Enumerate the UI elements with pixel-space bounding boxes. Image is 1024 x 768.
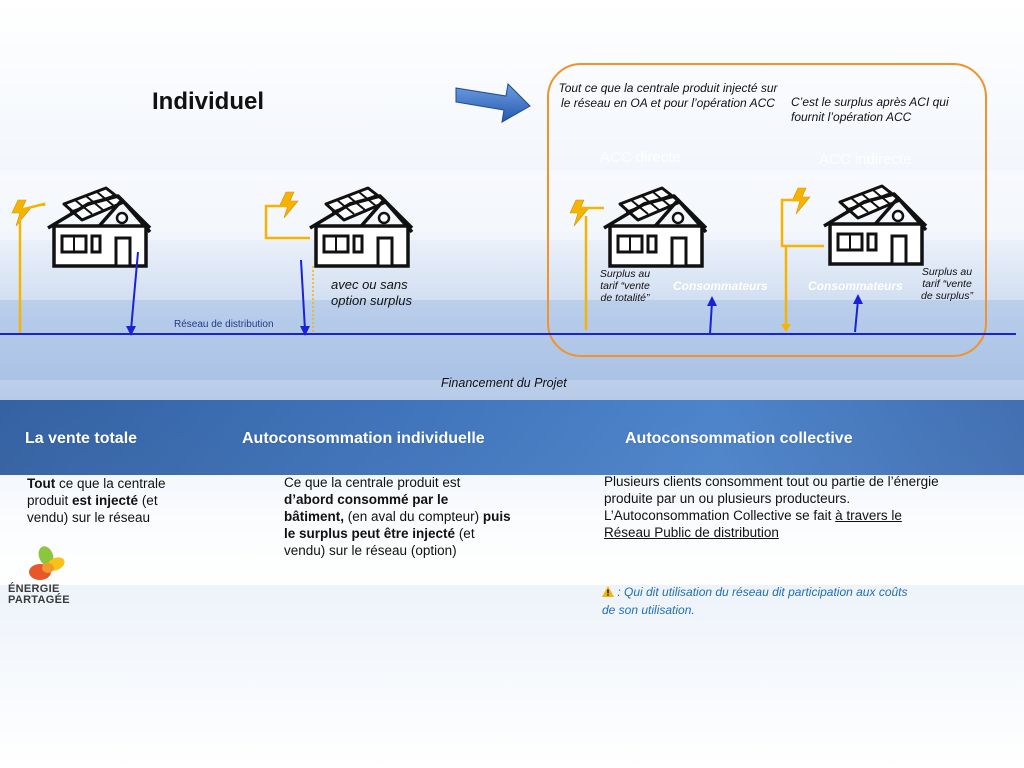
leaf-logo-icon: [29, 546, 65, 580]
financing-label: Financement du Projet: [441, 376, 567, 390]
heading-auto-collective: Autoconsommation collective: [625, 430, 853, 447]
house-icon: [46, 186, 152, 268]
auto-individuelle-text: Ce que la centrale produit est d’abord c…: [284, 475, 511, 558]
network-cost-warning: : Qui dit utilisation du réseau dit part…: [602, 584, 908, 617]
heading-vente-totale: La vente totale: [25, 430, 138, 447]
house-icon: [602, 186, 708, 268]
network-label: Réseau de distribution: [174, 319, 274, 330]
surplus-totalite-note: Surplus au tarif “vente de totalité”: [599, 268, 651, 304]
consumers-label: Consommateurs: [673, 279, 768, 293]
acc-indirecte-label: ACC indirecte: [819, 151, 912, 168]
auto-collective-text: Plusieurs clients consomment tout ou par…: [604, 474, 939, 540]
acc-surplus-note: C’est le surplus après ACI qui fournit l…: [791, 95, 949, 124]
house-icon: [822, 184, 928, 266]
arrow-right-icon: [455, 82, 531, 123]
background-band: [0, 400, 1024, 475]
surplus-surplus-note: Surplus au tarif “vente de surplus”: [921, 266, 973, 302]
consumers-label: Consommateurs: [808, 279, 903, 293]
acc-highlight-box: [547, 63, 987, 357]
option-surplus-note: avec ou sans option surplus: [331, 277, 412, 308]
heading-auto-individuelle: Autoconsommation individuelle: [242, 430, 485, 447]
acc-directe-label: ACC directe: [600, 149, 681, 166]
warning-icon: [602, 584, 614, 597]
energie-partagee-logo: ÉNERGIE PARTAGÉE: [8, 546, 70, 606]
distribution-network-line: [0, 333, 1016, 335]
acc-injected-note: Tout ce que la centrale produit injecté …: [558, 81, 778, 110]
energy-flow-diagram: [11, 184, 928, 336]
house-icon: [308, 186, 414, 268]
page-title: Individuel: [152, 88, 265, 115]
vente-totale-text: Tout ce que la centrale produit est inje…: [27, 476, 166, 525]
